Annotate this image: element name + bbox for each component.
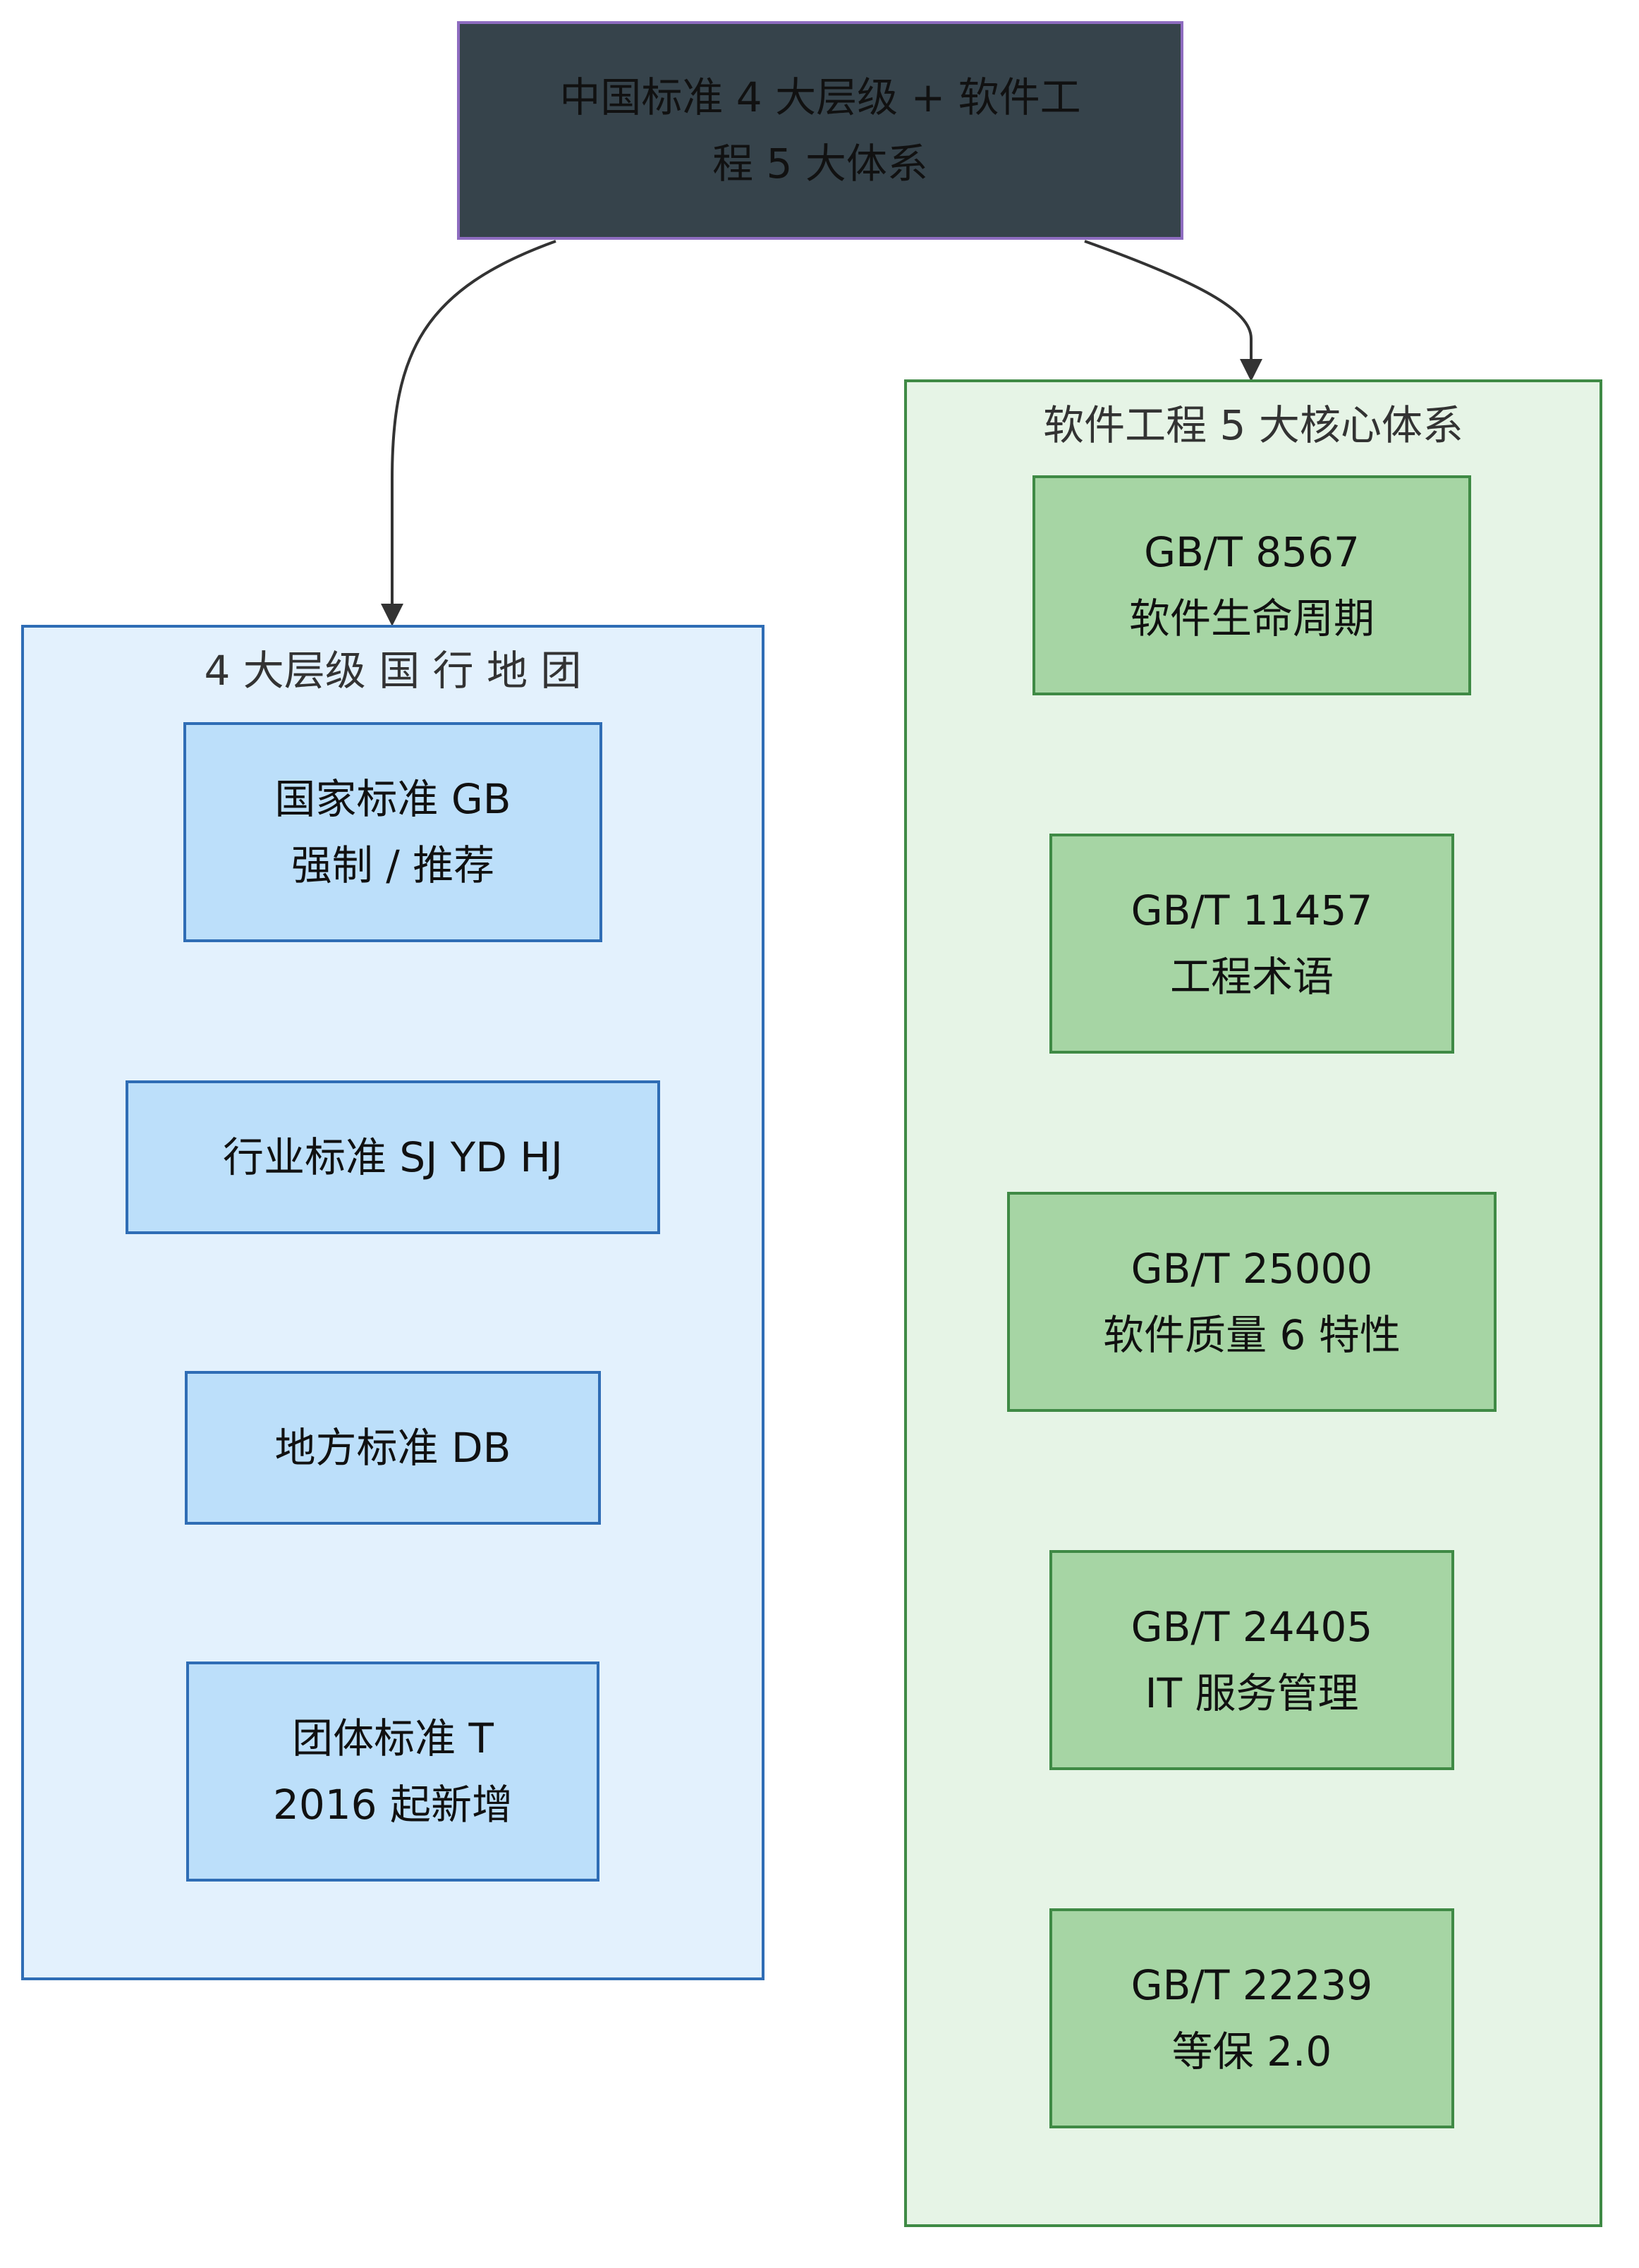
node-label: 2016 起新增 — [272, 1781, 513, 1829]
systems-group-title: 软件工程 5 大核心体系 — [1043, 401, 1463, 449]
node-label: GB/T 8567 — [1144, 528, 1360, 576]
node-label: 工程术语 — [1169, 953, 1334, 1001]
node-gbt-22239: GB/T 22239 等保 2.0 — [1049, 1908, 1454, 2128]
node-gbt-24405: GB/T 24405 IT 服务管理 — [1049, 1550, 1454, 1770]
node-label: 强制 / 推荐 — [291, 841, 495, 889]
node-label: GB/T 22239 — [1131, 1961, 1373, 2009]
node-gbt-8567: GB/T 8567 软件生命周期 — [1032, 475, 1471, 695]
node-label: GB/T 25000 — [1131, 1245, 1373, 1293]
node-label: 软件生命周期 — [1128, 595, 1375, 642]
node-label: 等保 2.0 — [1171, 2028, 1332, 2075]
node-gbt-25000: GB/T 25000 软件质量 6 特性 — [1007, 1192, 1497, 1412]
edge-root-to-systems — [1084, 240, 1262, 382]
node-gbt-11457: GB/T 11457 工程术语 — [1049, 834, 1454, 1054]
root-line2: 程 5 大体系 — [712, 140, 928, 188]
root-line1: 中国标准 4 大层级 + 软件工 — [559, 73, 1081, 121]
node-label: 行业标准 SJ YD HJ — [222, 1133, 563, 1181]
node-label: IT 服务管理 — [1145, 1669, 1359, 1717]
node-label: 团体标准 T — [292, 1714, 494, 1762]
node-label: 地方标准 DB — [274, 1424, 511, 1472]
node-industry-standard: 行业标准 SJ YD HJ — [126, 1080, 660, 1234]
node-label: GB/T 11457 — [1131, 886, 1373, 934]
node-label: 软件质量 6 特性 — [1103, 1311, 1401, 1359]
levels-group-title: 4 大层级 国 行 地 团 — [204, 647, 582, 695]
edge-root-to-levels — [381, 240, 556, 626]
node-national-standard: 国家标准 GB 强制 / 推荐 — [183, 722, 602, 942]
node-group-standard: 团体标准 T 2016 起新增 — [186, 1662, 599, 1882]
node-label: 国家标准 GB — [274, 775, 511, 823]
node-local-standard: 地方标准 DB — [185, 1371, 601, 1525]
root-node: 中国标准 4 大层级 + 软件工 程 5 大体系 — [457, 21, 1183, 240]
node-label: GB/T 24405 — [1131, 1603, 1373, 1651]
